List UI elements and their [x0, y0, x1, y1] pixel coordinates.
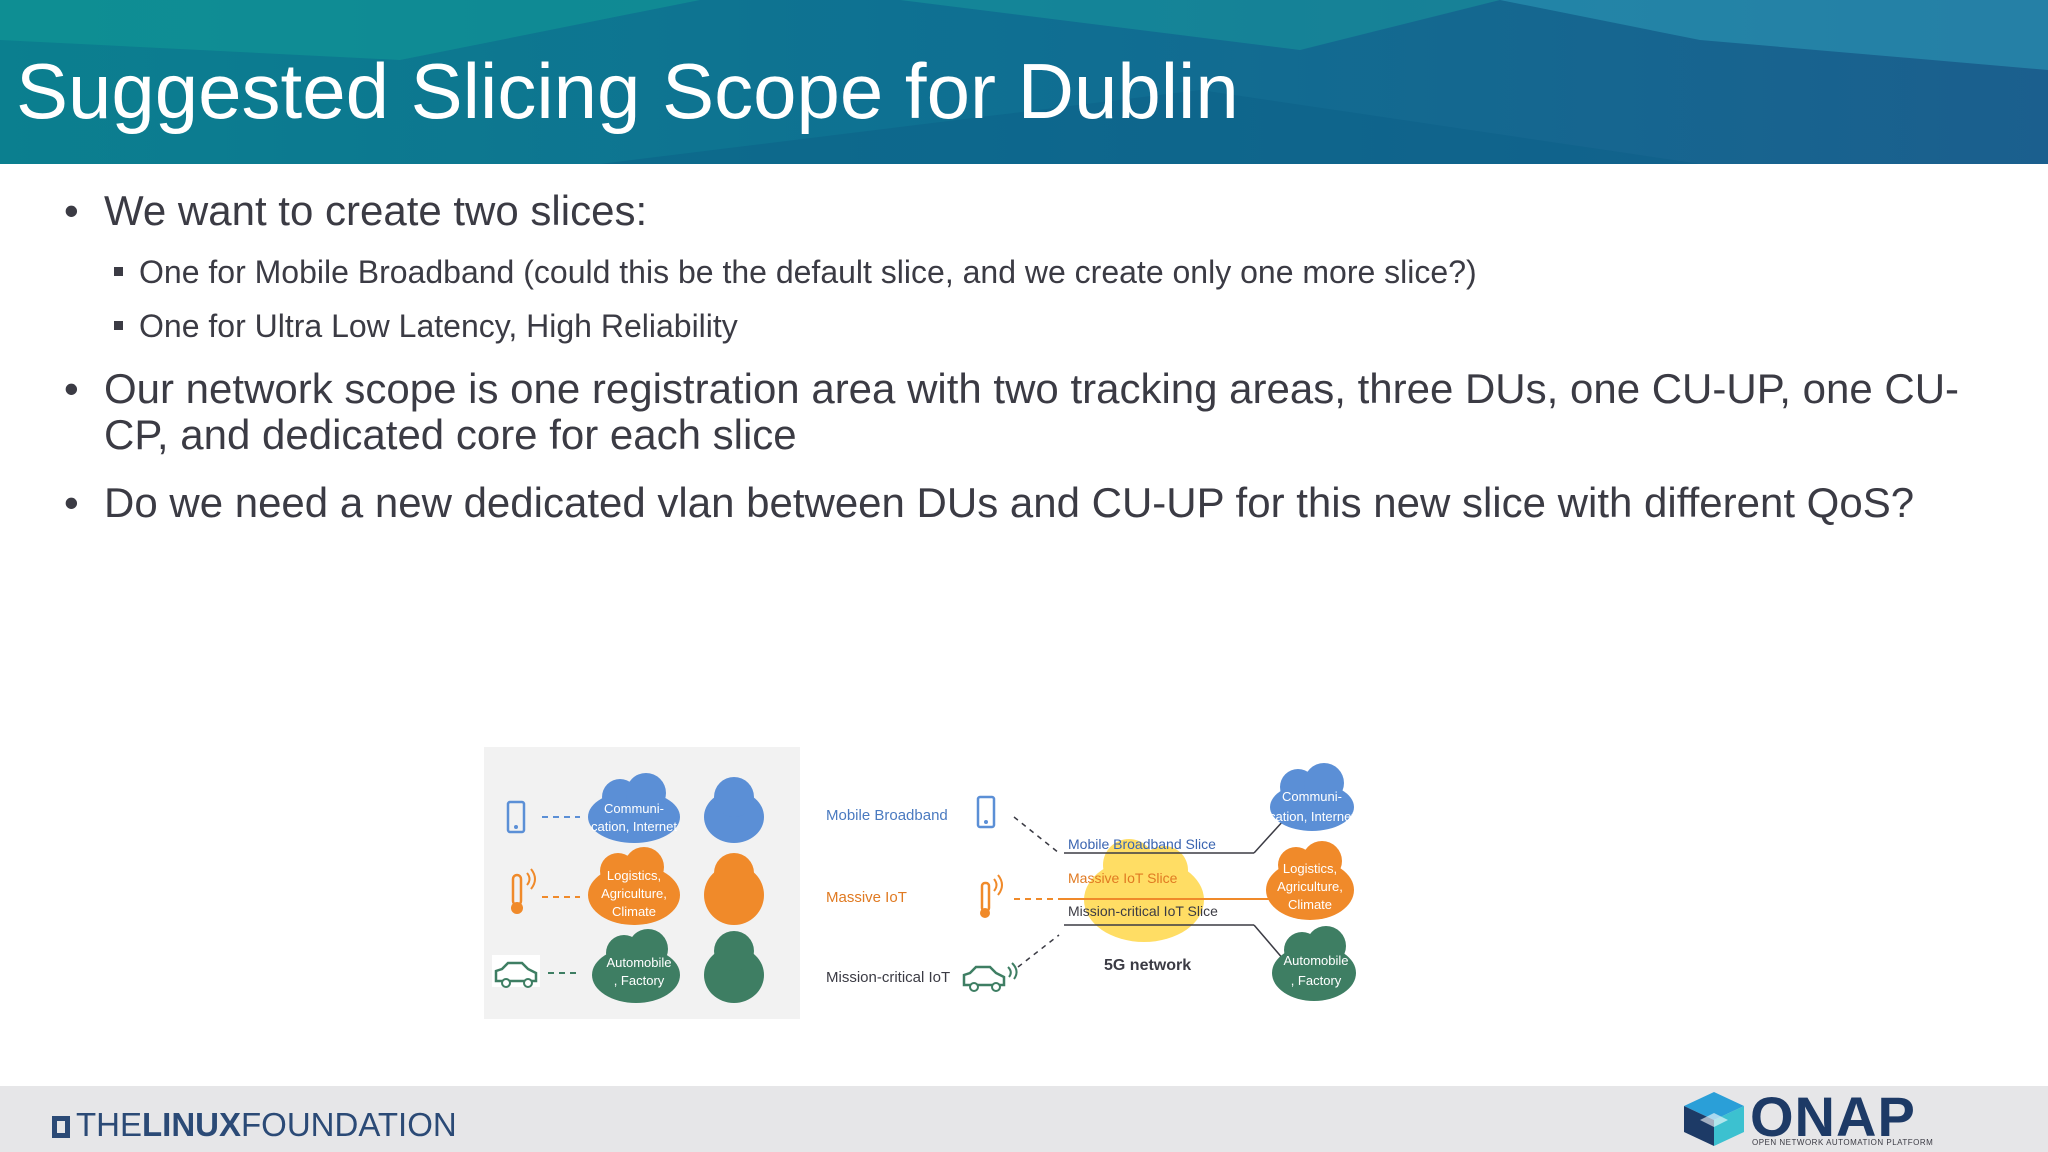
- car-icon: [962, 962, 1018, 992]
- bullet-text: Our network scope is one registration ar…: [104, 365, 1960, 458]
- plain-cloud-green: [704, 931, 764, 1003]
- linux-foundation-logo: THELINUXFOUNDATION: [52, 1106, 457, 1144]
- cloud-label: Logistics,: [607, 868, 661, 883]
- onap-wordmark: ONAP: [1750, 1085, 1916, 1148]
- plain-cloud-orange: [704, 853, 764, 925]
- cloud-label: Communi-: [604, 801, 664, 816]
- thermometer-icon: [980, 874, 1003, 918]
- thermometer-icon: [511, 868, 536, 914]
- onap-subtitle: OPEN NETWORK AUTOMATION PLATFORM: [1752, 1138, 1934, 1147]
- slice-label: Mission-critical IoT Slice: [1068, 903, 1218, 919]
- cloud-logistics: Logistics, Agriculture, Climate: [1266, 841, 1354, 920]
- cloud-label: Communi-: [1282, 789, 1342, 804]
- lf-foundation: FOUNDATION: [241, 1106, 457, 1143]
- square-bullet-icon: [114, 321, 123, 331]
- cloud-label: cation, Internet: [1269, 809, 1355, 824]
- cloud-communication: Communi- cation, Internet: [1269, 763, 1355, 831]
- network-label: 5G network: [1104, 957, 1191, 974]
- category-label: Mobile Broadband: [826, 807, 948, 824]
- lf-the: THE: [76, 1106, 142, 1143]
- square-bullet-icon: [114, 267, 123, 277]
- phone-icon: [976, 795, 996, 829]
- bullet-text: We want to create two slices:: [104, 187, 648, 234]
- slide-header: Suggested Slicing Scope for Dublin: [0, 0, 2048, 164]
- header-background: [0, 0, 2048, 164]
- sub-bullet-text: One for Mobile Broadband (could this be …: [139, 254, 1477, 290]
- bullet-dot-icon: •: [64, 365, 79, 412]
- cloud-label: Logistics,: [1283, 861, 1337, 876]
- slice-label: Mobile Broadband Slice: [1068, 836, 1216, 852]
- bullet-dot-icon: •: [64, 479, 79, 526]
- cloud-automobile: Automobile , Factory: [592, 929, 680, 1003]
- phone-icon: [506, 800, 526, 834]
- category-label: Mission-critical IoT: [826, 969, 950, 986]
- lf-bracket-icon: [52, 1116, 70, 1138]
- plain-cloud-blue: [704, 777, 764, 843]
- cloud-label: Climate: [1288, 897, 1332, 912]
- 5g-network-cloud: [1084, 839, 1204, 942]
- onap-logo: ONAP OPEN NETWORK AUTOMATION PLATFORM: [1682, 1085, 1942, 1150]
- sub-bullet-item: One for Ultra Low Latency, High Reliabil…: [114, 308, 738, 345]
- cloud-label: Automobile: [606, 955, 671, 970]
- cloud-label: , Factory: [1291, 973, 1342, 988]
- slice-line: [1253, 819, 1285, 854]
- cloud-label: cation, Internet: [591, 819, 677, 834]
- cloud-label: , Factory: [614, 973, 665, 988]
- slicing-diagram: Communi- cation, Internet Logistics, Agr…: [484, 747, 1356, 1019]
- cloud-label: Automobile: [1283, 953, 1348, 968]
- lf-linux: LINUX: [142, 1106, 241, 1143]
- bullet-text: Do we need a new dedicated vlan between …: [104, 479, 1915, 526]
- category-label: Massive IoT: [826, 889, 907, 906]
- cloud-logistics: Logistics, Agriculture, Climate: [588, 847, 680, 925]
- cloud-label: Climate: [612, 904, 656, 919]
- cloud-communication: Communi- cation, Internet: [588, 773, 680, 843]
- sub-bullet-text: One for Ultra Low Latency, High Reliabil…: [139, 308, 738, 344]
- slide-title: Suggested Slicing Scope for Dublin: [16, 47, 1239, 135]
- onap-cube-icon: [1684, 1092, 1744, 1146]
- cloud-label: Agriculture,: [1277, 879, 1343, 894]
- slice-label: Massive IoT Slice: [1068, 870, 1178, 886]
- bullet-dot-icon: •: [64, 187, 79, 234]
- slice-line: [1253, 924, 1285, 961]
- dashed-link: [1017, 934, 1060, 968]
- cloud-automobile: Automobile , Factory: [1272, 926, 1356, 1001]
- cloud-label: Agriculture,: [601, 886, 667, 901]
- car-icon: [492, 955, 540, 988]
- dashed-link: [1013, 816, 1060, 854]
- sub-bullet-item: One for Mobile Broadband (could this be …: [114, 254, 1477, 291]
